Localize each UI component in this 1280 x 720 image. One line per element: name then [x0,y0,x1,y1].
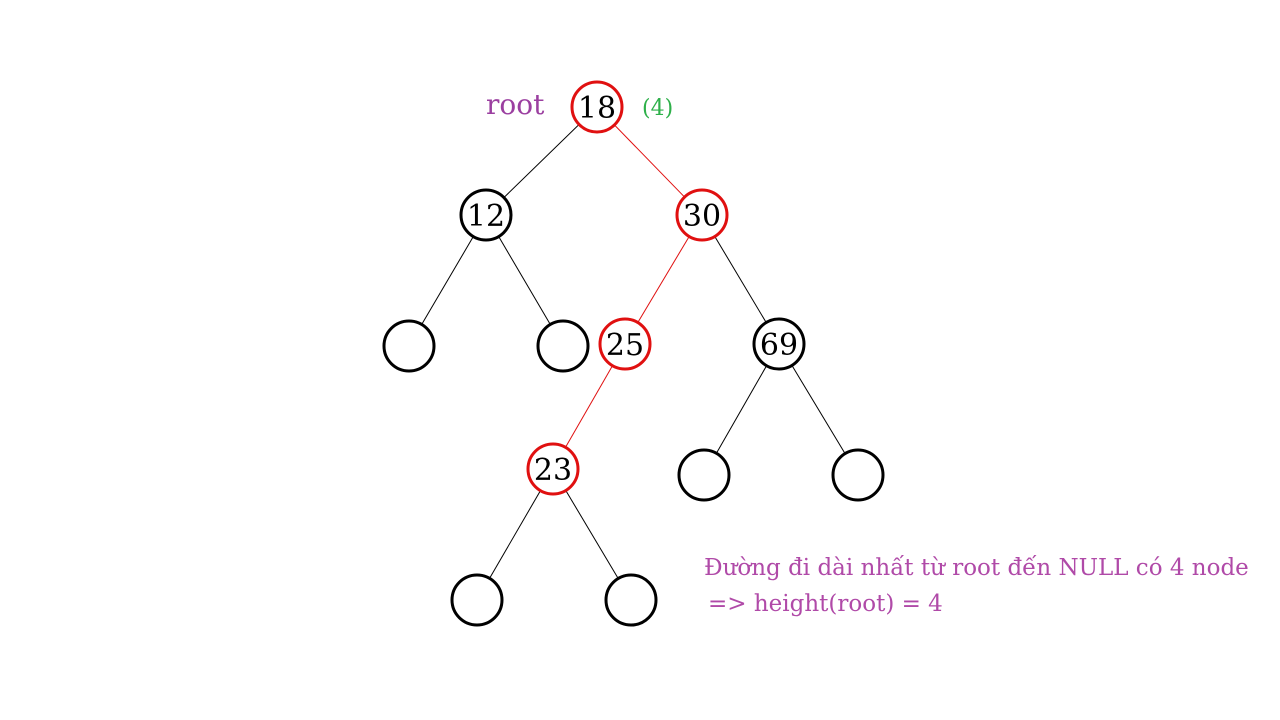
node-value: 25 [606,328,644,363]
edge-n25-n23 [565,365,613,448]
tree-node-23: 23 [526,442,580,496]
node-value: 30 [683,199,721,234]
edge-n30-n69 [714,236,767,323]
node-circle [598,317,652,371]
node-circle [752,317,806,371]
node-circle [536,319,590,373]
null-node [677,448,731,502]
tree-nodes: 18 12 30 25 69 23 [382,80,885,627]
edge-n23-n23L [489,490,541,579]
edge-n12-n12R [498,236,551,325]
node-circle [570,80,624,134]
node-circle [604,573,658,627]
node-value: 12 [467,199,505,234]
tree-node-25: 25 [598,317,652,371]
node-value: 18 [578,91,616,126]
note-height-result: => height(root) = 4 [708,591,943,617]
edge-n18-n12 [503,124,580,198]
root-label: root [486,88,545,121]
tree-edges [421,124,846,579]
node-circle [382,319,436,373]
edge-n69-n69L [715,365,768,454]
tree-node-69: 69 [752,317,806,371]
null-node [831,448,885,502]
null-node [382,319,436,373]
null-node [604,573,658,627]
edge-n18-n30 [614,124,685,198]
node-circle [450,573,504,627]
node-value: 23 [534,453,572,488]
node-circle [677,448,731,502]
node-circle [675,188,729,242]
edge-n69-n69R [791,365,846,454]
null-node [536,319,590,373]
node-circle [526,442,580,496]
root-height-label: (4) [642,96,673,121]
null-node [450,573,504,627]
tree-node-30: 30 [675,188,729,242]
node-circle [831,448,885,502]
node-circle [459,188,513,242]
tree-node-12: 12 [459,188,513,242]
note-longest-path: Đường đi dài nhất từ root đến NULL có 4 … [704,555,1249,581]
edge-n12-n12L [421,236,474,325]
edge-n23-n23R [565,490,619,579]
edge-n30-n25 [637,236,690,323]
tree-node-18: 18 [570,80,624,134]
node-value: 69 [760,328,798,363]
